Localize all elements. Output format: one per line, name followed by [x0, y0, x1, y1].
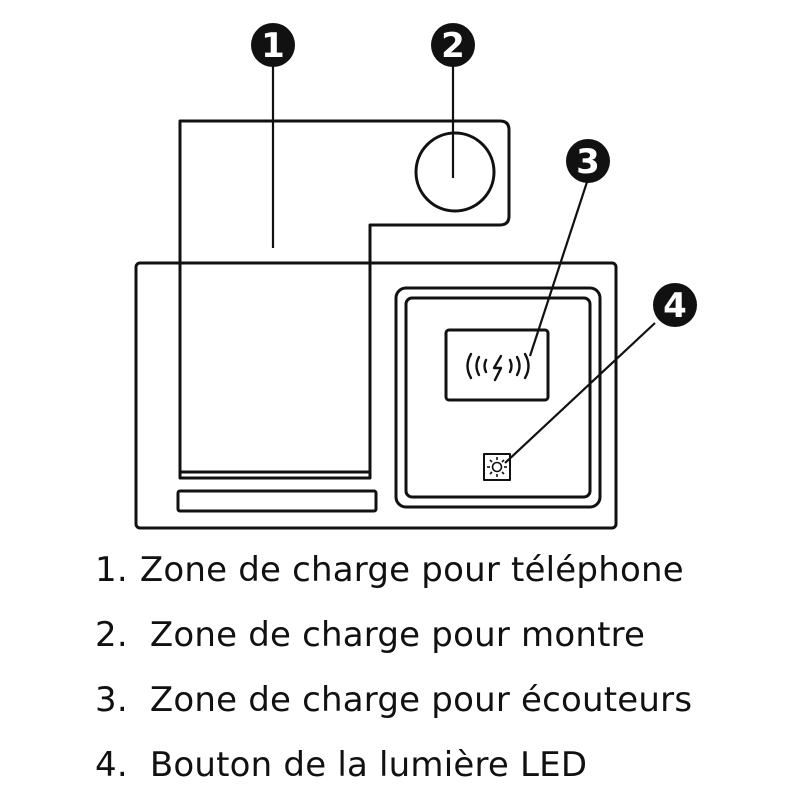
charging-base — [134, 261, 618, 530]
svg-text:2: 2 — [441, 26, 465, 66]
wireless-indicator — [444, 328, 550, 402]
sun-icon — [487, 457, 507, 477]
svg-text:4: 4 — [663, 286, 687, 326]
legend-number: 3. — [95, 680, 128, 720]
phone-stand — [178, 119, 511, 480]
legend-text: Bouton de la lumière LED — [149, 745, 588, 785]
earbuds-pad-outer — [394, 286, 602, 509]
svg-text:1: 1 — [261, 26, 285, 66]
marker-4: 4 — [653, 283, 697, 327]
front-slot — [176, 489, 378, 513]
marker-2: 2 — [431, 23, 475, 67]
legend: 1. Zone de charge pour téléphone 2. Zone d… — [0, 540, 800, 800]
watch-charger — [414, 131, 496, 213]
legend-text: Zone de charge pour téléphone — [139, 550, 684, 590]
legend-text: Zone de charge pour écouteurs — [149, 680, 693, 720]
legend-text: Zone de charge pour montre — [149, 615, 646, 655]
legend-number: 2. — [95, 615, 128, 655]
legend-number: 4. — [95, 745, 128, 785]
legend-number: 1. — [95, 550, 128, 590]
leader-line-3 — [528, 181, 589, 357]
led-button[interactable] — [483, 453, 511, 481]
marker-3: 3 — [566, 139, 610, 183]
earbuds-pad-inner — [404, 296, 592, 499]
leader-line-4 — [504, 322, 656, 464]
legend-item-earbuds: 3. Zone de charge pour écouteurs — [95, 680, 692, 720]
legend-item-watch: 2. Zone de charge pour montre — [95, 615, 645, 655]
legend-item-led: 4. Bouton de la lumière LED — [95, 745, 587, 785]
marker-1: 1 — [251, 23, 295, 67]
svg-text:3: 3 — [576, 142, 600, 182]
charging-station-diagram: 1 2 3 4 — [134, 23, 697, 530]
legend-item-phone: 1. Zone de charge pour téléphone — [95, 550, 684, 590]
wireless-charging-icon — [466, 352, 530, 382]
